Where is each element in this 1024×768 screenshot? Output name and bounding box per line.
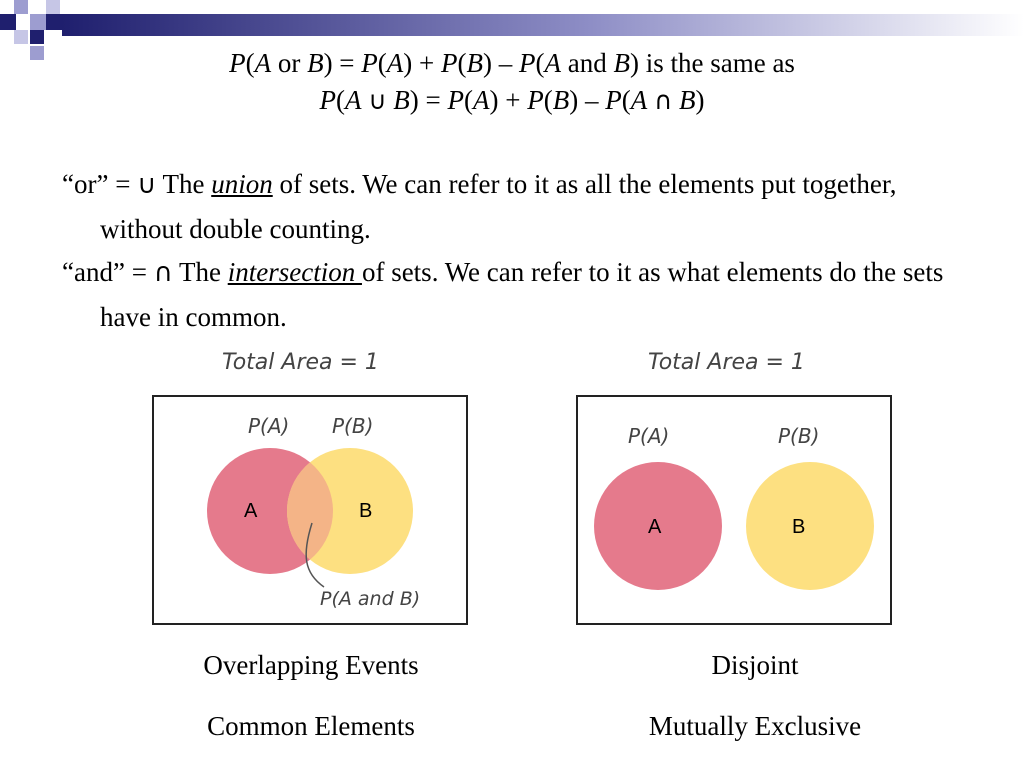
formula-token: and — [567, 48, 607, 78]
definition-text: of sets. We can refer to it as all the e… — [100, 169, 897, 244]
formula-token: P — [605, 85, 622, 115]
formula-token: ) = — [323, 48, 362, 78]
deco-square — [30, 30, 44, 44]
union-symbol: ∪ — [368, 86, 387, 115]
total-area-label: Total Area = 1 — [222, 350, 379, 375]
formula-token: A — [344, 85, 362, 115]
formula-token: B — [679, 85, 696, 115]
definition-the: The — [156, 169, 212, 199]
overlapping-venn-diagram: P(A) P(B) A B P(A and B) — [152, 395, 468, 625]
disjoint-venn-diagram: P(A) P(B) A B — [576, 395, 892, 625]
formula-token: ) — [695, 85, 705, 115]
caption-overlapping: Overlapping Events — [203, 650, 419, 680]
definition-term: union — [211, 169, 273, 199]
formula-token: B — [552, 85, 570, 115]
circle-b-label: B — [359, 500, 372, 522]
formula-token: ) = — [409, 85, 448, 115]
formula-token: B — [613, 48, 630, 78]
circle-a — [594, 462, 722, 590]
p-b-label: P(B) — [778, 424, 819, 448]
definition-the: The — [172, 257, 228, 287]
circle-a-label: A — [648, 516, 662, 538]
formula-token: A — [254, 48, 272, 78]
intersection-label: P(A and B) — [320, 588, 420, 610]
circle-b-label: B — [792, 516, 805, 538]
caption-common: Common Elements — [207, 711, 415, 741]
formula-token: P — [229, 48, 246, 78]
circle-b — [746, 462, 874, 590]
formula-token: P — [319, 85, 336, 115]
formula-token: ) – — [483, 48, 519, 78]
header-decoration — [0, 0, 1024, 60]
formula-token: ) is the same as — [629, 48, 795, 78]
deco-square — [14, 0, 28, 14]
deco-square — [14, 30, 28, 44]
formula-token: P — [361, 48, 378, 78]
formula-token: P — [519, 48, 536, 78]
formula-token: ) + — [489, 85, 528, 115]
intersection-pointer — [305, 522, 325, 588]
formula-token: P — [441, 48, 458, 78]
definition-term: intersection — [227, 257, 362, 287]
intersection-symbol: ∩ — [653, 86, 673, 115]
formula-token: A — [544, 48, 562, 78]
formula-token: P — [527, 85, 544, 115]
intersection-symbol: ∩ — [153, 258, 173, 288]
p-b-label: P(B) — [332, 414, 373, 438]
deco-square — [46, 14, 62, 30]
formula-token: B — [466, 48, 484, 78]
total-area-label: Total Area = 1 — [648, 350, 805, 375]
deco-square — [30, 14, 46, 30]
caption-disjoint: Disjoint — [711, 650, 799, 680]
formula-token: A — [386, 48, 404, 78]
formula-token: ) – — [569, 85, 606, 115]
deco-square — [30, 46, 44, 60]
definition-and: “and” = ∩ The intersection of sets. We c… — [62, 250, 980, 339]
formula-token: or — [277, 48, 301, 78]
formula-token: B — [307, 48, 324, 78]
deco-square — [46, 0, 60, 14]
definition-text: of sets. We can refer to it as what elem… — [100, 257, 944, 332]
formula-token: A — [473, 85, 490, 115]
formula-line-1: P(A or B) = P(A) + P(B) – P(A and B) is … — [229, 48, 795, 78]
formula-token: B — [393, 85, 410, 115]
deco-square — [0, 14, 16, 30]
definition-lead: “and” = — [62, 257, 154, 287]
formula-block: P(A or B) = P(A) + P(B) – P(A and B) is … — [0, 45, 1024, 119]
overlap-region — [287, 448, 333, 574]
union-symbol: ∪ — [137, 170, 157, 200]
p-a-label: P(A) — [628, 424, 669, 448]
formula-token: P — [447, 85, 465, 115]
circle-a-label: A — [244, 500, 258, 522]
formula-token: ) + — [403, 48, 441, 78]
header-gradient-bar — [62, 14, 1024, 36]
caption-mutually-exclusive: Mutually Exclusive — [648, 711, 862, 741]
definition-or: “or” = ∪ The union of sets. We can refer… — [62, 162, 980, 251]
formula-line-2: P(A ∪ B) = P(A) + P(B) – P(A ∩ B) — [319, 85, 705, 115]
p-a-label: P(A) — [248, 414, 289, 438]
formula-token: A — [630, 85, 648, 115]
definition-lead: “or” = — [62, 169, 138, 199]
